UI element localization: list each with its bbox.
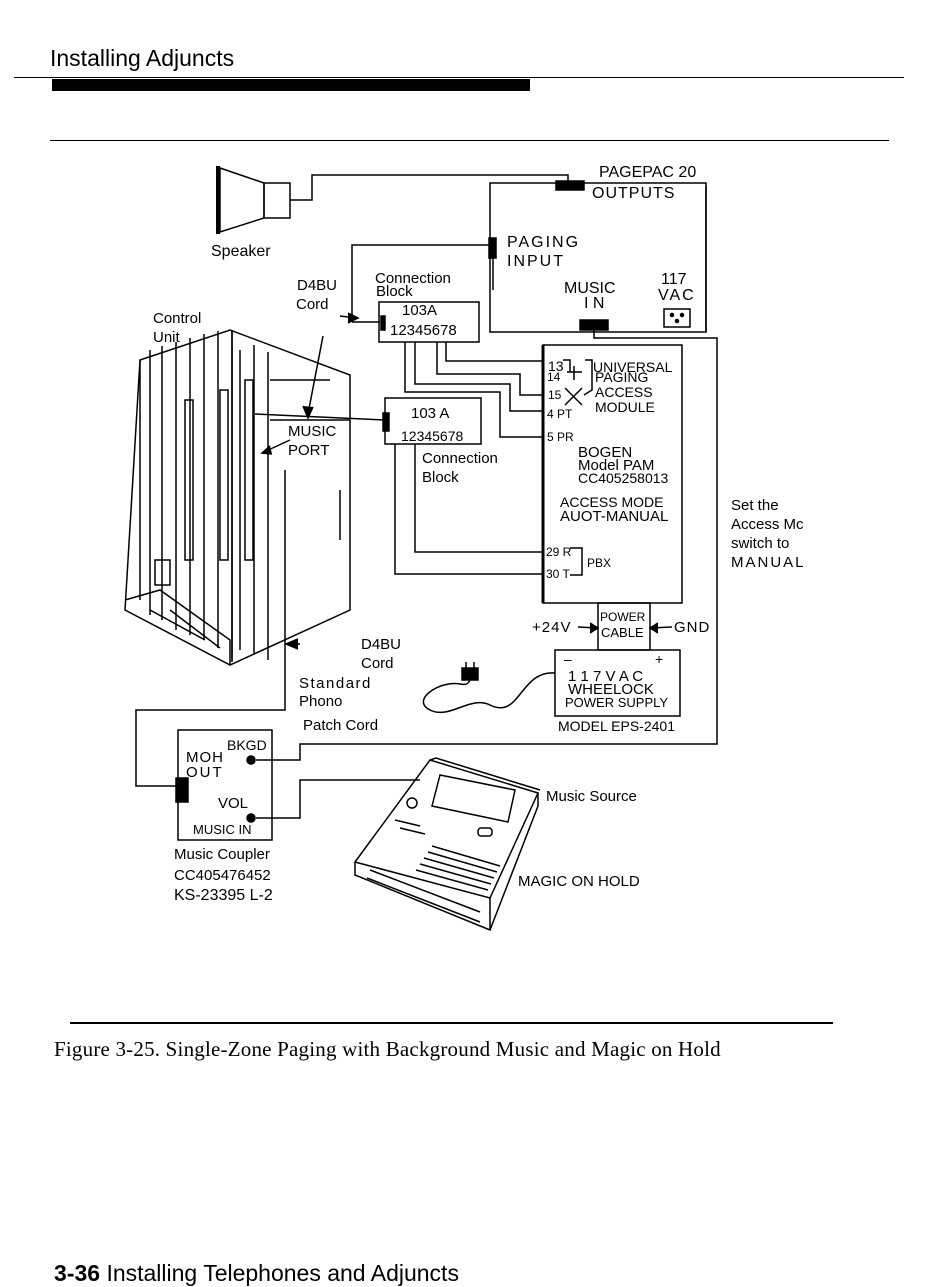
label-unit: Unit (153, 329, 181, 346)
note-switch-to: switch to (731, 535, 789, 552)
label-29r: 29 R (546, 545, 572, 559)
label-24v: +24V (532, 619, 571, 636)
label-connection-mid: Connection (422, 450, 498, 467)
label-moh: MOH (186, 749, 224, 766)
label-pin13: 13 (548, 358, 564, 374)
label-d4bu-top: D4BU (297, 277, 337, 294)
label-pin14: 14 (547, 370, 561, 384)
label-pagepac: PAGEPAC 20 (599, 164, 696, 181)
footer-title: Installing Telephones and Adjuncts (106, 1260, 459, 1286)
label-speaker: Speaker (211, 243, 271, 260)
caption-rule (70, 1022, 833, 1024)
page-footer: 3-36 Installing Telephones and Adjuncts (54, 1260, 459, 1287)
label-5pr: 5 PR (547, 430, 574, 444)
label-power-supply: POWER SUPPLY (565, 695, 668, 710)
label-30t: 30 T (546, 567, 570, 581)
label-bkgd: BKGD (227, 737, 267, 753)
label-cable: CABLE (601, 625, 644, 640)
label-music-in: MUSIC IN (193, 822, 252, 837)
label-vac: VAC (658, 287, 696, 304)
label-music-source: Music Source (546, 788, 637, 805)
power-supply-box (554, 649, 681, 717)
label-out: OUT (186, 764, 224, 781)
page-number: 3-36 (54, 1260, 101, 1286)
label-standard: Standard (299, 675, 372, 692)
label-model-pam: Model PAM (578, 457, 654, 474)
speaker-icon (219, 166, 265, 234)
top-rule (50, 140, 889, 141)
label-power: POWER (600, 610, 646, 624)
label-coupler-2: CC405476452 (174, 867, 271, 884)
label-4pt: 4 PT (547, 407, 573, 421)
label-coupler-3: KS-23395 L-2 (174, 887, 273, 904)
note-set-the: Set the (731, 497, 779, 514)
label-phono: Phono (299, 693, 342, 710)
label-in: I N (584, 295, 604, 312)
label-paging: PAGING (507, 234, 580, 251)
label-pin15: 15 (548, 388, 562, 402)
label-block-top: Block (376, 283, 413, 300)
label-pins-top: 12345678 (390, 322, 457, 339)
header-bar (52, 79, 530, 91)
label-music-port-1: MUSIC (288, 423, 337, 440)
label-outputs: OUTPUTS (592, 185, 675, 202)
label-music-port-2: PORT (288, 442, 329, 459)
label-plus: + (655, 651, 663, 667)
label-cc-pam: CC405258013 (578, 470, 669, 486)
label-bogen: BOGEN (578, 444, 632, 461)
label-cord-top: Cord (296, 296, 329, 313)
label-auot-manual: AUOT-MANUAL (560, 508, 668, 525)
label-pbx: PBX (587, 556, 611, 570)
label-block-mid: Block (422, 469, 459, 486)
note-manual: MANUAL (731, 554, 806, 571)
label-pins-mid: 12345678 (401, 428, 464, 444)
label-cord-bot: Cord (361, 655, 394, 672)
figure-caption: Figure 3-25. Single-Zone Paging with Bac… (54, 1037, 721, 1061)
label-module: MODULE (595, 399, 655, 415)
label-universal: UNIVERSAL (593, 359, 673, 375)
label-d4bu-bot: D4BU (361, 636, 401, 653)
music-source-icon (353, 757, 541, 931)
label-input: INPUT (507, 253, 565, 270)
label-model-eps: MODEL EPS-2401 (558, 718, 675, 734)
label-gnd: GND (674, 619, 710, 636)
label-control: Control (153, 310, 201, 327)
label-minus: – (564, 651, 572, 667)
header-rule (14, 77, 904, 78)
label-access-mode: ACCESS MODE (560, 494, 663, 510)
label-103a-top: 103A (402, 302, 437, 319)
note-access-mc: Access Mc (731, 516, 804, 533)
label-access: ACCESS (595, 384, 653, 400)
label-117: 117 (661, 271, 687, 288)
label-117vac: 1 1 7 V A C (568, 668, 643, 685)
label-wheelock: WHEELOCK (568, 681, 654, 698)
label-patch-cord: Patch Cord (303, 717, 378, 734)
page-header-title: Installing Adjuncts (50, 45, 235, 71)
label-vol: VOL (218, 795, 248, 812)
control-unit-icon (124, 329, 351, 666)
label-magic-on-hold: MAGIC ON HOLD (518, 873, 640, 890)
label-coupler-1: Music Coupler (174, 846, 270, 863)
label-music: MUSIC (564, 280, 616, 297)
label-103a-mid: 103 A (411, 405, 449, 422)
label-connection-top: Connection (375, 270, 451, 287)
label-paging2: PAGING (595, 369, 648, 385)
